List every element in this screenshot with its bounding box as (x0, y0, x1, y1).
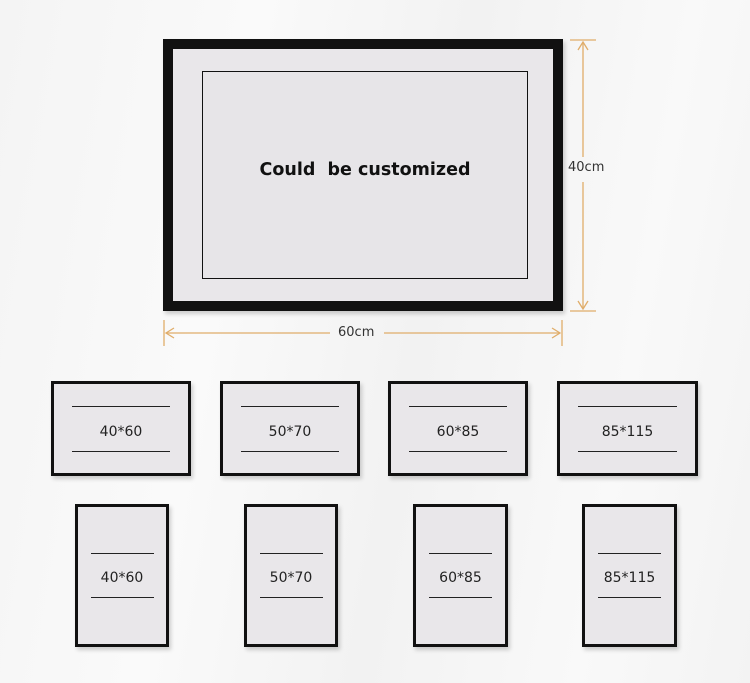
frame-rule-bottom (578, 451, 677, 452)
size-label: 50*70 (269, 570, 313, 586)
customizable-text: Could be customized (259, 160, 471, 180)
frame-rule-bottom (91, 597, 154, 598)
frame-rule-top (91, 553, 154, 554)
size-label: 50*70 (268, 424, 312, 440)
frame-rule-top (260, 553, 323, 554)
size-label: 40*60 (100, 570, 144, 586)
height-arrow-up-head (577, 40, 589, 51)
height-label: 40cm (568, 160, 605, 175)
portrait-frame-1: 40*60 (75, 504, 169, 647)
width-label: 60cm (338, 325, 375, 340)
size-label: 85*115 (603, 570, 656, 586)
frame-rule-top (578, 406, 677, 407)
landscape-frame-2: 50*70 (220, 381, 360, 476)
portrait-frame-2: 50*70 (244, 504, 338, 647)
landscape-frame-1: 40*60 (51, 381, 191, 476)
size-label: 60*85 (436, 424, 480, 440)
frame-rule-bottom (241, 451, 339, 452)
landscape-frame-3: 60*85 (388, 381, 528, 476)
landscape-frame-4: 85*115 (557, 381, 698, 476)
frame-rule-bottom (72, 451, 170, 452)
size-label: 40*60 (99, 424, 143, 440)
frame-rule-top (598, 553, 661, 554)
frame-rule-top (241, 406, 339, 407)
portrait-frame-4: 85*115 (582, 504, 677, 647)
frame-rule-bottom (429, 597, 492, 598)
size-label: 60*85 (439, 570, 482, 586)
frame-rule-top (429, 553, 492, 554)
size-label: 85*115 (601, 424, 654, 440)
frame-rule-top (72, 406, 170, 407)
frame-rule-top (409, 406, 507, 407)
width-arrow-right-head (551, 327, 562, 339)
frame-rule-bottom (260, 597, 323, 598)
frame-rule-bottom (598, 597, 661, 598)
portrait-frame-3: 60*85 (413, 504, 508, 647)
main-frame: Could be customized (163, 39, 563, 311)
height-arrow-down-head (577, 300, 589, 311)
frame-rule-bottom (409, 451, 507, 452)
width-arrow-left-head (164, 327, 175, 339)
mat-window: Could be customized (202, 71, 528, 279)
